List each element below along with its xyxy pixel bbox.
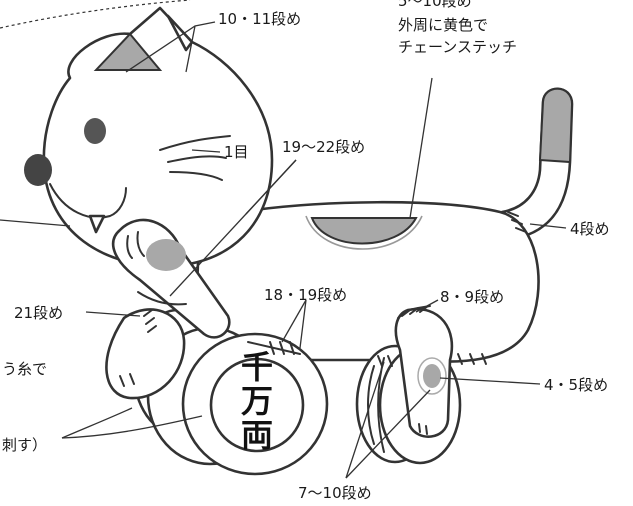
wheel-char-2: 万	[241, 382, 273, 420]
wheel-face	[209, 357, 305, 453]
mouth	[49, 183, 127, 219]
label-trim-line3: チェーンステッチ	[398, 38, 517, 56]
raised-arm	[111, 218, 231, 339]
label-wheel-spot: 4・5段め	[544, 376, 608, 394]
label-tail: 4段め	[570, 220, 610, 238]
label-front-wheel-top: 18・19段め	[264, 286, 347, 304]
wheel-char-1: 千	[241, 348, 273, 386]
body-patch	[310, 217, 418, 245]
label-trim-line1: 5〜10段め	[398, 0, 472, 10]
tooth	[88, 214, 106, 234]
label-body-rows: 19〜22段め	[282, 138, 365, 156]
wheel-char-3: 両	[241, 416, 273, 454]
stitch-marks	[143, 211, 527, 367]
arm-patch	[146, 239, 186, 271]
label-rear-wheel: 7〜10段め	[298, 484, 372, 502]
dashed-guide	[0, 0, 191, 29]
nose	[24, 154, 52, 186]
label-leg: 8・9段め	[440, 288, 504, 306]
label-trim-line2: 外周に黄色で	[398, 16, 488, 34]
leader-lines	[0, 21, 567, 479]
label-left-note1: う糸で	[2, 360, 47, 378]
label-left-note2: 刺す）	[2, 436, 47, 454]
label-arm: 21段め	[14, 304, 63, 322]
leg-spot	[423, 364, 441, 388]
tail-tip-patch	[538, 87, 574, 164]
label-eyelid: 1目	[224, 143, 249, 161]
label-ears: 10・11段め	[218, 10, 301, 28]
eye	[84, 118, 106, 144]
front-paw	[105, 308, 186, 400]
